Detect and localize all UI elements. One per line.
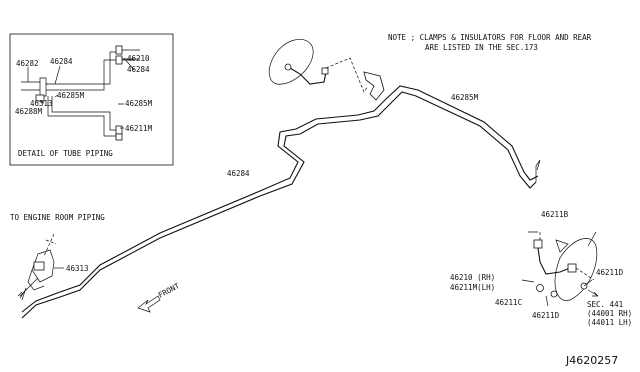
- detail-leaders: [27, 57, 135, 129]
- junction-clip: [33, 261, 45, 271]
- junction-end: [17, 289, 27, 297]
- label-front: FRONT: [157, 281, 182, 300]
- detail-upper-tubes: [46, 51, 118, 91]
- label-46211D-bottom: 46211D: [532, 311, 560, 320]
- detail-caption: DETAIL OF TUBE PIPING: [18, 149, 113, 158]
- label-46211B: 46211B: [541, 210, 569, 219]
- engine-room-leader: [43, 233, 57, 257]
- label-46285M: 46285M: [451, 93, 479, 102]
- detail-label-46211M: 46211M: [125, 124, 153, 133]
- brake-tube-main: [21, 85, 541, 319]
- note-line-1: NOTE ; CLAMPS & INSULATORS FOR FLOOR AND…: [388, 33, 592, 42]
- rear-bolt: [536, 284, 544, 292]
- front-arrow: [137, 295, 161, 313]
- label-46313: 46313: [66, 264, 89, 273]
- note-line-2: ARE LISTED IN THE SEC.173: [425, 43, 538, 52]
- rear-brake-disc: [554, 238, 598, 301]
- rear-hose-end: [567, 263, 577, 273]
- front-bracket: [363, 71, 385, 101]
- detail-fitting-bottom: [115, 133, 123, 141]
- detail-label-46285M-right: 46285M: [125, 99, 153, 108]
- rear-leaders: [539, 232, 595, 281]
- detail-joint-block: [21, 77, 47, 97]
- label-46211C: 46211C: [495, 298, 522, 307]
- rear-sec-arrow: [587, 289, 599, 297]
- detail-frame: [9, 33, 174, 166]
- label-46210-rh: 46210 (RH): [450, 273, 495, 282]
- label-44011-lh: (44011 LH): [587, 318, 632, 327]
- detail-label-46284-right: 46284: [127, 65, 150, 74]
- label-46211D-right: 46211D: [596, 268, 624, 277]
- rear-washer: [550, 290, 558, 298]
- label-engine-room-piping: TO ENGINE ROOM PIPING: [10, 213, 105, 222]
- front-brake-assembly: [268, 39, 385, 101]
- label-sec-441: SEC. 441: [587, 300, 623, 309]
- diagram-reference-number: J4620257: [565, 354, 618, 367]
- front-hose-end: [321, 67, 329, 75]
- label-46284: 46284: [227, 169, 250, 178]
- detail-label-46282: 46282: [16, 59, 39, 68]
- rear-hose-fitting: [533, 239, 543, 249]
- detail-label-46313: 46313: [30, 99, 53, 108]
- detail-label-46210: 46210: [127, 54, 150, 63]
- detail-lower-tubes: [46, 83, 118, 137]
- front-arrow-icon: [137, 295, 161, 313]
- rear-brake-assembly: [521, 231, 599, 307]
- front-hose-fitting: [284, 63, 292, 71]
- detail-label-46284: 46284: [50, 57, 73, 66]
- junction-tubes: [19, 269, 45, 301]
- detail-label-46285M: 46285M: [57, 91, 85, 100]
- detail-fitting-top: [115, 45, 123, 55]
- detail-fitting-low: [115, 125, 123, 135]
- detail-fitting-mid: [115, 55, 123, 65]
- detail-label-46288M: 46288M: [15, 107, 43, 116]
- front-brake-disc: [268, 39, 314, 85]
- junction-block-area: [17, 233, 64, 301]
- label-44001-rh: (44001 RH): [587, 309, 632, 318]
- detail-of-tube-piping: 46282 46284 46210 46284 46285M 46313 462…: [9, 33, 174, 166]
- label-46211M-lh: 46211M(LH): [450, 283, 495, 292]
- rear-label-leaders: [521, 231, 597, 307]
- rear-hose-clip: [555, 239, 569, 253]
- front-hose-leader: [325, 57, 369, 93]
- rear-flex-hose: [537, 247, 571, 275]
- front-flex-hose: [289, 67, 327, 85]
